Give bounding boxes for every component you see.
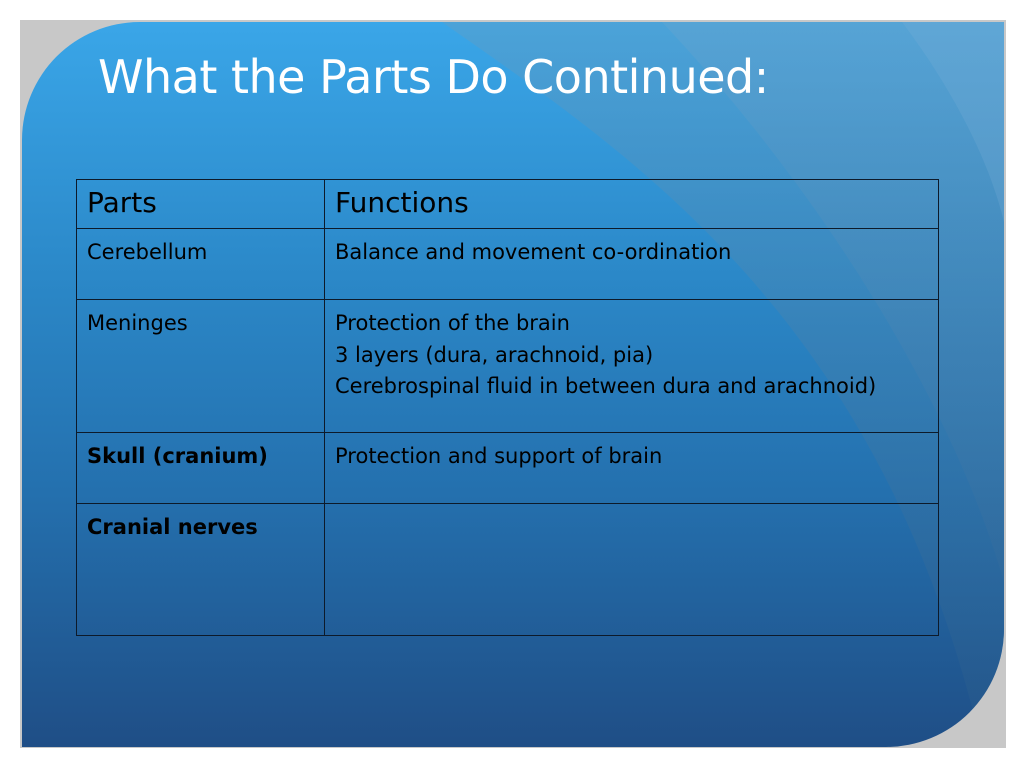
header-parts: Parts (76, 179, 325, 229)
cell-part-cerebellum: Cerebellum (76, 228, 325, 300)
table-row: Cerebellum Balance and movement co-ordin… (76, 228, 939, 300)
parts-functions-table: Parts Functions Cerebellum Balance and m… (76, 179, 939, 636)
cell-part-skull: Skull (cranium) (76, 432, 325, 504)
cell-part-meninges: Meninges (76, 299, 325, 433)
function-line: Protection and support of brain (335, 444, 663, 468)
cell-part-cranial-nerves: Cranial nerves (76, 503, 325, 636)
table-row: Cranial nerves (76, 503, 939, 636)
table-row: Meninges Protection of the brain 3 layer… (76, 299, 939, 433)
table-row: Skull (cranium) Protection and support o… (76, 432, 939, 504)
function-line: Cerebrospinal fluid in between dura and … (335, 374, 877, 398)
function-line: 3 layers (dura, arachnoid, pia) (335, 342, 654, 367)
cell-function-cranial-nerves (324, 503, 939, 636)
cell-function-skull: Protection and support of brain (324, 432, 939, 504)
cell-function-cerebellum: Balance and movement co-ordination (324, 228, 939, 300)
header-functions: Functions (324, 179, 939, 229)
cell-function-meninges: Protection of the brain 3 layers (dura, … (324, 299, 939, 433)
function-line: Balance and movement co-ordination (335, 240, 732, 264)
slide-title: What the Parts Do Continued: (98, 50, 769, 104)
table-header-row: Parts Functions (76, 179, 939, 229)
function-line: Protection of the brain (335, 311, 570, 335)
